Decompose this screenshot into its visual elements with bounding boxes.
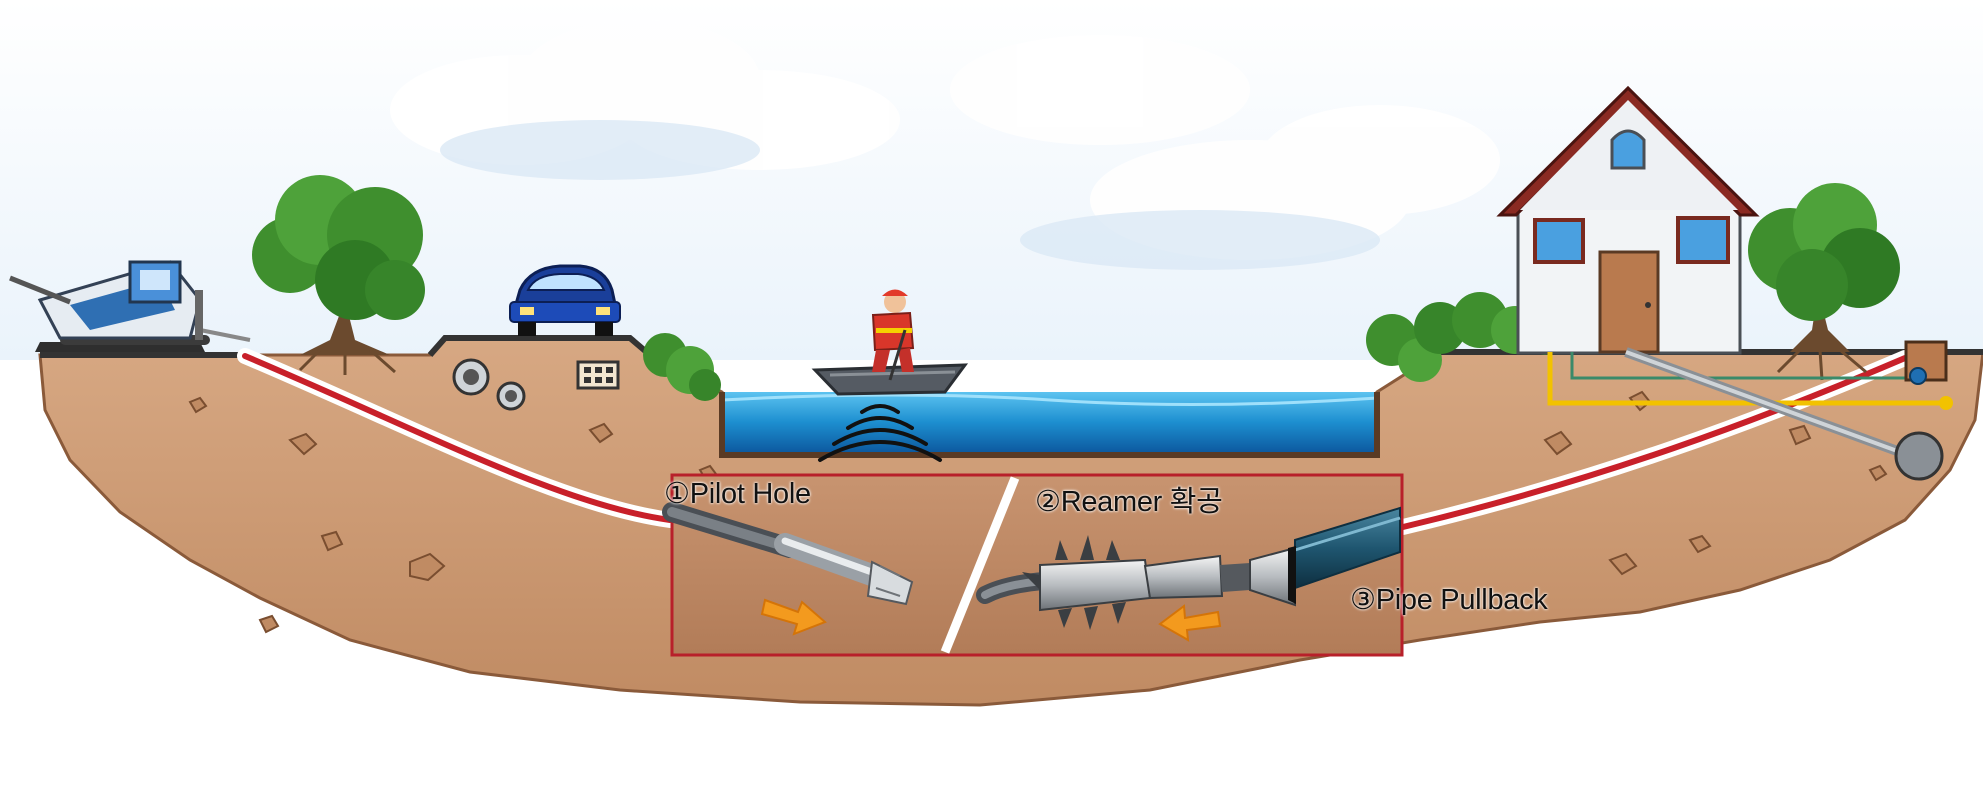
label-reamer: ②Reamer 확공 — [1035, 486, 1223, 518]
detail-divider — [940, 476, 1020, 654]
drill-rig-icon — [9, 260, 251, 352]
worker-icon — [871, 289, 915, 381]
water-highlight — [721, 393, 1378, 407]
reamer-head-icon — [976, 535, 1250, 630]
road-surface — [427, 335, 652, 358]
river-banks — [719, 392, 1380, 458]
arrow-icon — [760, 598, 1222, 642]
label-pipe-pullback: ③Pipe Pullback — [1350, 584, 1548, 616]
house-icon — [1496, 85, 1760, 355]
pipe-icon — [1249, 506, 1401, 607]
pilot-drill-bit-icon — [662, 502, 914, 606]
utility-lines — [1547, 340, 1953, 481]
car-icon — [509, 264, 621, 336]
bore-path-right-red — [1400, 355, 1908, 530]
cloud-shadows — [440, 120, 1380, 270]
soil-stones — [188, 390, 1888, 634]
label-pilot-hole: ①Pilot Hole — [664, 478, 811, 510]
culvert-icon — [452, 358, 620, 411]
bore-path-red — [242, 353, 673, 523]
tree-icon — [252, 175, 425, 375]
tree-icon-right — [1748, 183, 1900, 381]
bush-left — [643, 333, 721, 401]
